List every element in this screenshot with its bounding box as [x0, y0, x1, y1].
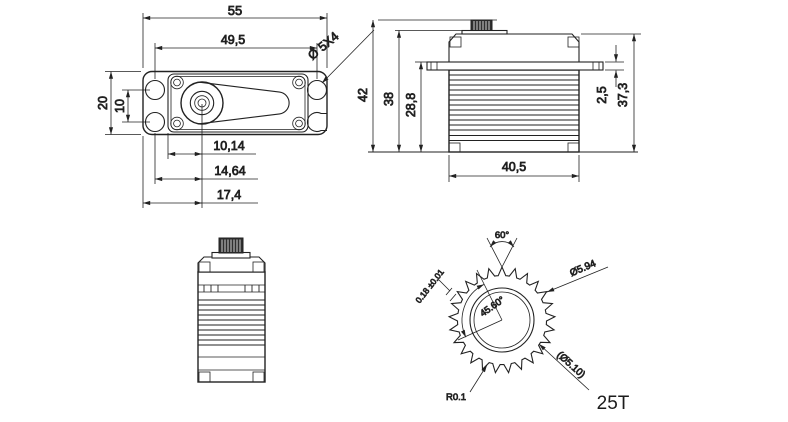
dim-text-55: 55 [228, 3, 242, 18]
knurl-ridges [473, 21, 490, 30]
cap-corner-block [567, 36, 580, 48]
leader-line [469, 364, 488, 393]
dim-under-flange: 28,8 [404, 61, 429, 152]
leader-line [321, 29, 375, 84]
dim-case-height: 38 [382, 30, 466, 152]
dim-hole-span: 49,5 [154, 33, 318, 79]
screw [292, 75, 306, 90]
dim-text-17-4: 17,4 [217, 188, 241, 202]
top-cap-outline [197, 256, 266, 273]
dim-text-38: 38 [382, 92, 396, 106]
callout-text: Ø 5X4 [305, 29, 341, 63]
dim-text-37-3: 37,3 [616, 83, 630, 107]
angle-leg [476, 269, 503, 321]
dim-text-5-94: Ø5.94 [568, 258, 598, 279]
gear-detail: 60° 45.60° Ø5.94 (Ø5.10) 0.18 ±0.01 R0.1… [413, 230, 630, 414]
dim-hole-pitch: 10 [113, 89, 150, 123]
dim-text-5-10: (Ø5.10) [554, 350, 587, 381]
bottom-tab [198, 371, 211, 383]
witness-tick [445, 287, 453, 296]
dim-text-0-18: 0.18 ±0.01 [413, 267, 446, 305]
leader-line [546, 266, 609, 293]
tooth-thickness-dim: 0.18 ±0.01 [413, 267, 457, 305]
bottom-tab [252, 371, 265, 383]
dim-text-10: 10 [113, 99, 127, 113]
dim-body-width: 40,5 [448, 155, 580, 182]
knurl-ridges [221, 239, 241, 252]
screw [173, 119, 181, 128]
mounting-notch [306, 111, 327, 133]
cooling-fins [198, 299, 265, 346]
tooth-flank-extension [501, 237, 518, 268]
teeth-count-label: 25T [597, 393, 630, 414]
case-outline [167, 73, 309, 133]
outer-diameter-callout: Ø5.94 [546, 258, 609, 293]
screw [295, 119, 303, 128]
dim-overall-depth: 20 [96, 71, 141, 135]
mounting-flange [426, 61, 604, 71]
dim-text-49-5: 49,5 [221, 33, 245, 47]
dim-overall-width: 55 [142, 3, 328, 68]
angle-arc [489, 240, 515, 248]
witness-tick [449, 293, 457, 302]
screw [170, 116, 184, 131]
root-fillet-callout: R0.1 [446, 364, 488, 403]
dim-shaft-edge: 17,4 [142, 136, 258, 208]
tooth-angle-detail: 60° [486, 230, 518, 268]
cap-corner-block [198, 261, 211, 273]
end-view [197, 237, 266, 383]
servo-horn [199, 81, 290, 125]
dim-shaft-hole: 14,64 [154, 133, 258, 184]
dim-total-height: 42 [356, 19, 497, 152]
screw [292, 116, 306, 131]
side-view: 42 38 28,8 2,5 37,3 40,5 [356, 19, 641, 182]
mounting-hole [306, 79, 328, 101]
screw [170, 75, 184, 90]
body-outline [448, 69, 580, 153]
body-outline [197, 271, 266, 383]
tooth-flank-extension [486, 237, 503, 268]
dim-flange-thickness: 2,5 [595, 45, 624, 104]
screw [295, 78, 303, 87]
case-inset-line [170, 76, 306, 130]
dim-text-42: 42 [356, 88, 370, 102]
top-cap-outline [448, 33, 580, 63]
top-view: 55 49,5 20 10 10,14 [96, 3, 375, 208]
screw [173, 78, 181, 87]
dim-text-r0-1: R0.1 [446, 392, 466, 403]
dim-text-60deg: 60° [495, 230, 510, 241]
cooling-fins [449, 74, 579, 131]
dim-text-20: 20 [96, 96, 110, 110]
dim-upper-height: 37,3 [581, 33, 641, 152]
leader-line [538, 343, 590, 391]
cap-corner-block [449, 36, 462, 48]
dim-text-2-5: 2,5 [595, 86, 609, 103]
dim-text-28-8: 28,8 [404, 93, 418, 117]
shaft-base-plate [461, 29, 508, 35]
dim-text-10-14: 10,14 [213, 139, 244, 153]
case-screws [170, 75, 306, 131]
dim-text-40-5: 40,5 [502, 160, 526, 174]
dim-text-14-64: 14,64 [214, 164, 245, 178]
angle-arc [460, 284, 485, 338]
leader-line [437, 278, 451, 292]
root-diameter-callout: (Ø5.10) [538, 343, 590, 391]
dim-shaft-case: 10,14 [167, 133, 256, 159]
flange-band-ticks [203, 285, 260, 292]
cap-corner-block [252, 261, 265, 273]
